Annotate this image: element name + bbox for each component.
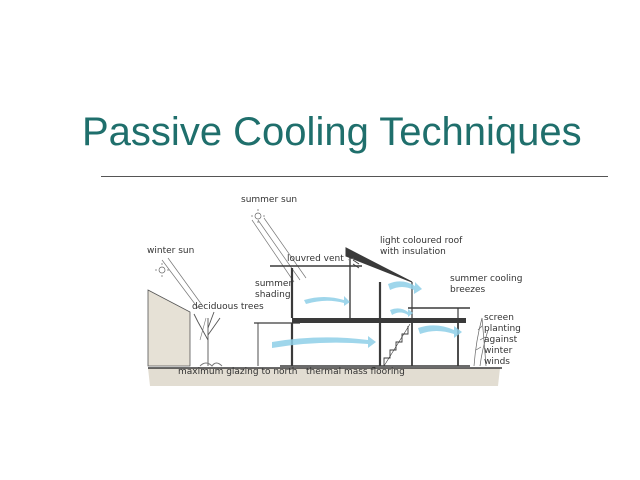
house-section-diagram: summer sun winter sun louvred vent light… xyxy=(140,190,530,390)
house-section xyxy=(254,247,470,367)
label-screen-line5: winds xyxy=(484,357,510,367)
label-screen-line1: screen xyxy=(484,313,514,323)
cooling-breeze-arrows xyxy=(272,281,462,348)
label-roof-line2: with insulation xyxy=(380,247,446,257)
label-thermal-mass: thermal mass flooring xyxy=(306,367,405,377)
label-screen-line3: against xyxy=(484,335,518,345)
deciduous-tree xyxy=(193,311,223,367)
label-breezes-line1: summer cooling xyxy=(450,274,523,284)
label-summer-sun: summer sun xyxy=(241,195,298,205)
winter-sun-icon xyxy=(155,263,169,277)
label-roof-line1: light coloured roof xyxy=(380,236,463,246)
title-divider xyxy=(101,176,608,177)
screen-planting xyxy=(473,317,489,367)
label-max-glazing: maximum glazing to north xyxy=(178,367,298,377)
house-section-drawing xyxy=(147,209,502,386)
label-summer-shading-line1: summer xyxy=(255,279,293,289)
summer-sun-icon xyxy=(251,209,265,223)
slide-title: Passive Cooling Techniques xyxy=(82,110,582,154)
label-winter-sun: winter sun xyxy=(147,246,195,256)
label-screen-line4: winter xyxy=(484,346,513,356)
label-screen-line2: planting xyxy=(484,324,521,334)
hillside xyxy=(147,289,191,367)
label-louvred-vent: louvred vent xyxy=(287,254,344,264)
label-deciduous-trees: deciduous trees xyxy=(192,302,264,312)
label-breezes-line2: breezes xyxy=(450,285,486,295)
louvred-vent-marks xyxy=(352,255,360,269)
label-leaders xyxy=(199,257,355,341)
ground xyxy=(148,367,502,386)
label-summer-shading-line2: shading xyxy=(255,290,291,300)
